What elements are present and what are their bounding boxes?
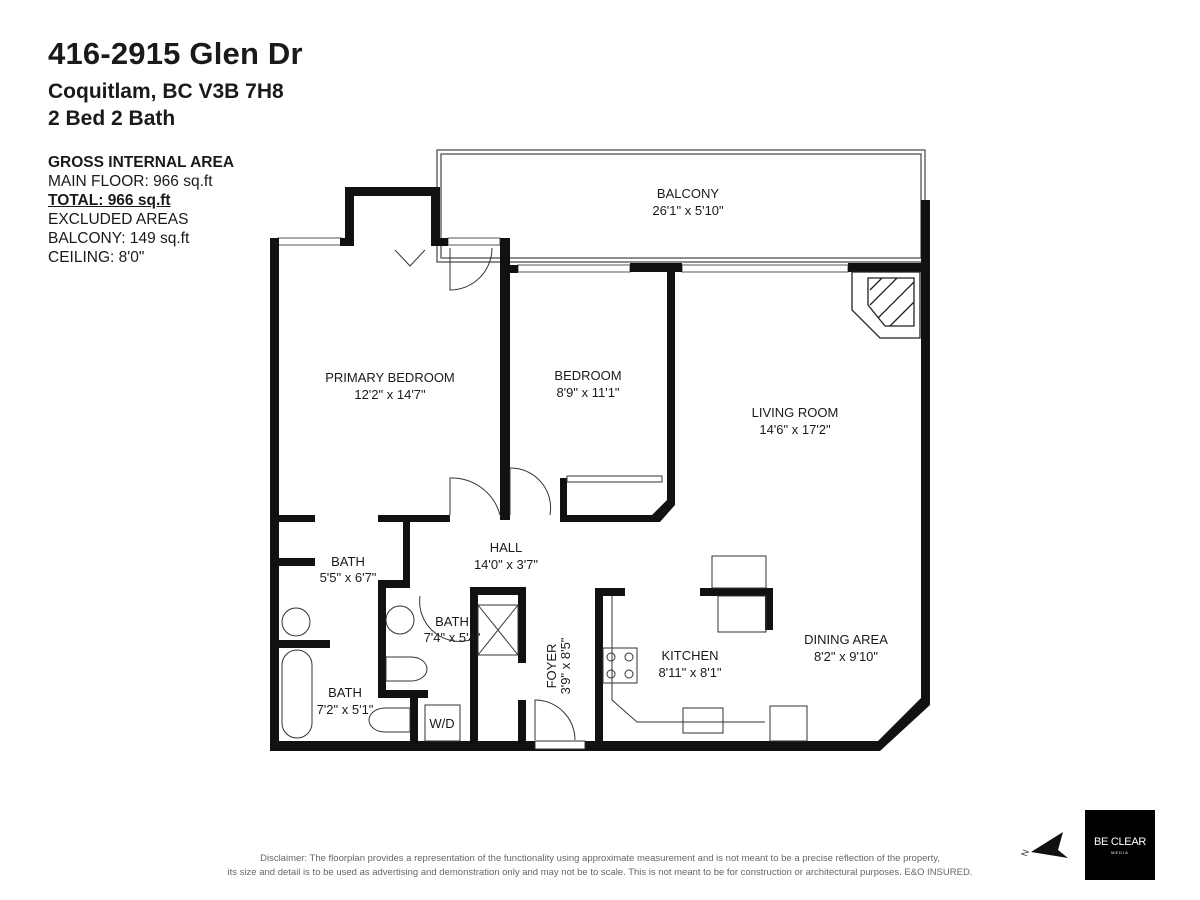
room-name: BATH [328, 685, 362, 700]
logo-tagline: MEDIA [1111, 850, 1129, 855]
logo-name: BE CLEAR [1093, 836, 1146, 848]
room-bath-1: BATH 5'5" x 6'7" [320, 554, 377, 585]
room-dims: 3'9" x 8'5" [558, 637, 573, 694]
room-dims: 12'2" x 14'7" [354, 387, 426, 402]
compass-label: N [1019, 848, 1031, 858]
room-kitchen: KITCHEN 8'11" x 8'1" [658, 648, 721, 680]
room-bath-3: BATH 7'2" x 5'1" [317, 685, 374, 717]
disclaimer-line-2: its size and detail is to be used as adv… [227, 867, 973, 878]
fixtures [281, 555, 808, 742]
disclaimer-line-1: Disclaimer: The floorplan provides a rep… [260, 853, 940, 864]
room-bath-2: BATH 7'4" x 5'4" [424, 614, 481, 645]
room-balcony: BALCONY 26'1" x 5'10" [652, 186, 724, 218]
total-area: TOTAL: 966 sq.ft [48, 192, 171, 209]
room-name: KITCHEN [661, 648, 718, 663]
main-floor-area: MAIN FLOOR: 966 sq.ft [48, 173, 213, 190]
room-name: BATH [331, 554, 365, 569]
listing-address: 416-2915 Glen Dr [48, 36, 303, 71]
room-name: BEDROOM [554, 368, 621, 383]
brand-logo: BE CLEAR MEDIA [1085, 810, 1155, 880]
room-dims: 5'5" x 6'7" [320, 570, 377, 585]
room-name: BATH [435, 614, 469, 629]
room-foyer: FOYER 3'9" x 8'5" [544, 637, 573, 694]
room-dims: 8'9" x 11'1" [556, 385, 619, 400]
beds-baths: 2 Bed 2 Bath [48, 107, 176, 130]
fireplace [851, 271, 921, 339]
room-dims: 8'2" x 9'10" [814, 649, 878, 664]
room-hall: HALL 14'0" x 3'7" [474, 540, 538, 572]
room-dims: 26'1" x 5'10" [652, 203, 724, 218]
room-primary-bedroom: PRIMARY BEDROOM 12'2" x 14'7" [325, 370, 455, 402]
room-name: FOYER [544, 644, 559, 689]
room-name: LIVING ROOM [752, 405, 839, 420]
area-heading: GROSS INTERNAL AREA [48, 154, 235, 171]
room-name: HALL [490, 540, 523, 555]
windows [277, 237, 849, 273]
room-dims: 7'2" x 5'1" [317, 702, 374, 717]
north-arrow-icon: N [1019, 832, 1068, 858]
room-bedroom: BEDROOM 8'9" x 11'1" [554, 368, 621, 400]
area-info: GROSS INTERNAL AREA MAIN FLOOR: 966 sq.f… [48, 153, 234, 267]
room-dims: 8'11" x 8'1" [658, 665, 721, 680]
room-laundry: W/D [429, 716, 454, 731]
room-name: W/D [429, 716, 454, 731]
room-dims: 14'6" x 17'2" [759, 422, 831, 437]
ceiling-height: CEILING: 8'0" [48, 249, 145, 266]
listing-city: Coquitlam, BC V3B 7H8 [48, 80, 284, 103]
room-name: DINING AREA [804, 632, 888, 647]
room-name: PRIMARY BEDROOM [325, 370, 455, 385]
room-living-room: LIVING ROOM 14'6" x 17'2" [752, 405, 839, 437]
disclaimer: Disclaimer: The floorplan provides a rep… [150, 852, 1050, 880]
excluded-heading: EXCLUDED AREAS [48, 211, 189, 228]
room-name: BALCONY [657, 186, 719, 201]
doors [394, 247, 663, 750]
room-dims: 7'4" x 5'4" [424, 630, 481, 645]
balcony-area: BALCONY: 149 sq.ft [48, 230, 190, 247]
room-dims: 14'0" x 3'7" [474, 557, 538, 572]
room-dining-area: DINING AREA 8'2" x 9'10" [804, 632, 888, 664]
